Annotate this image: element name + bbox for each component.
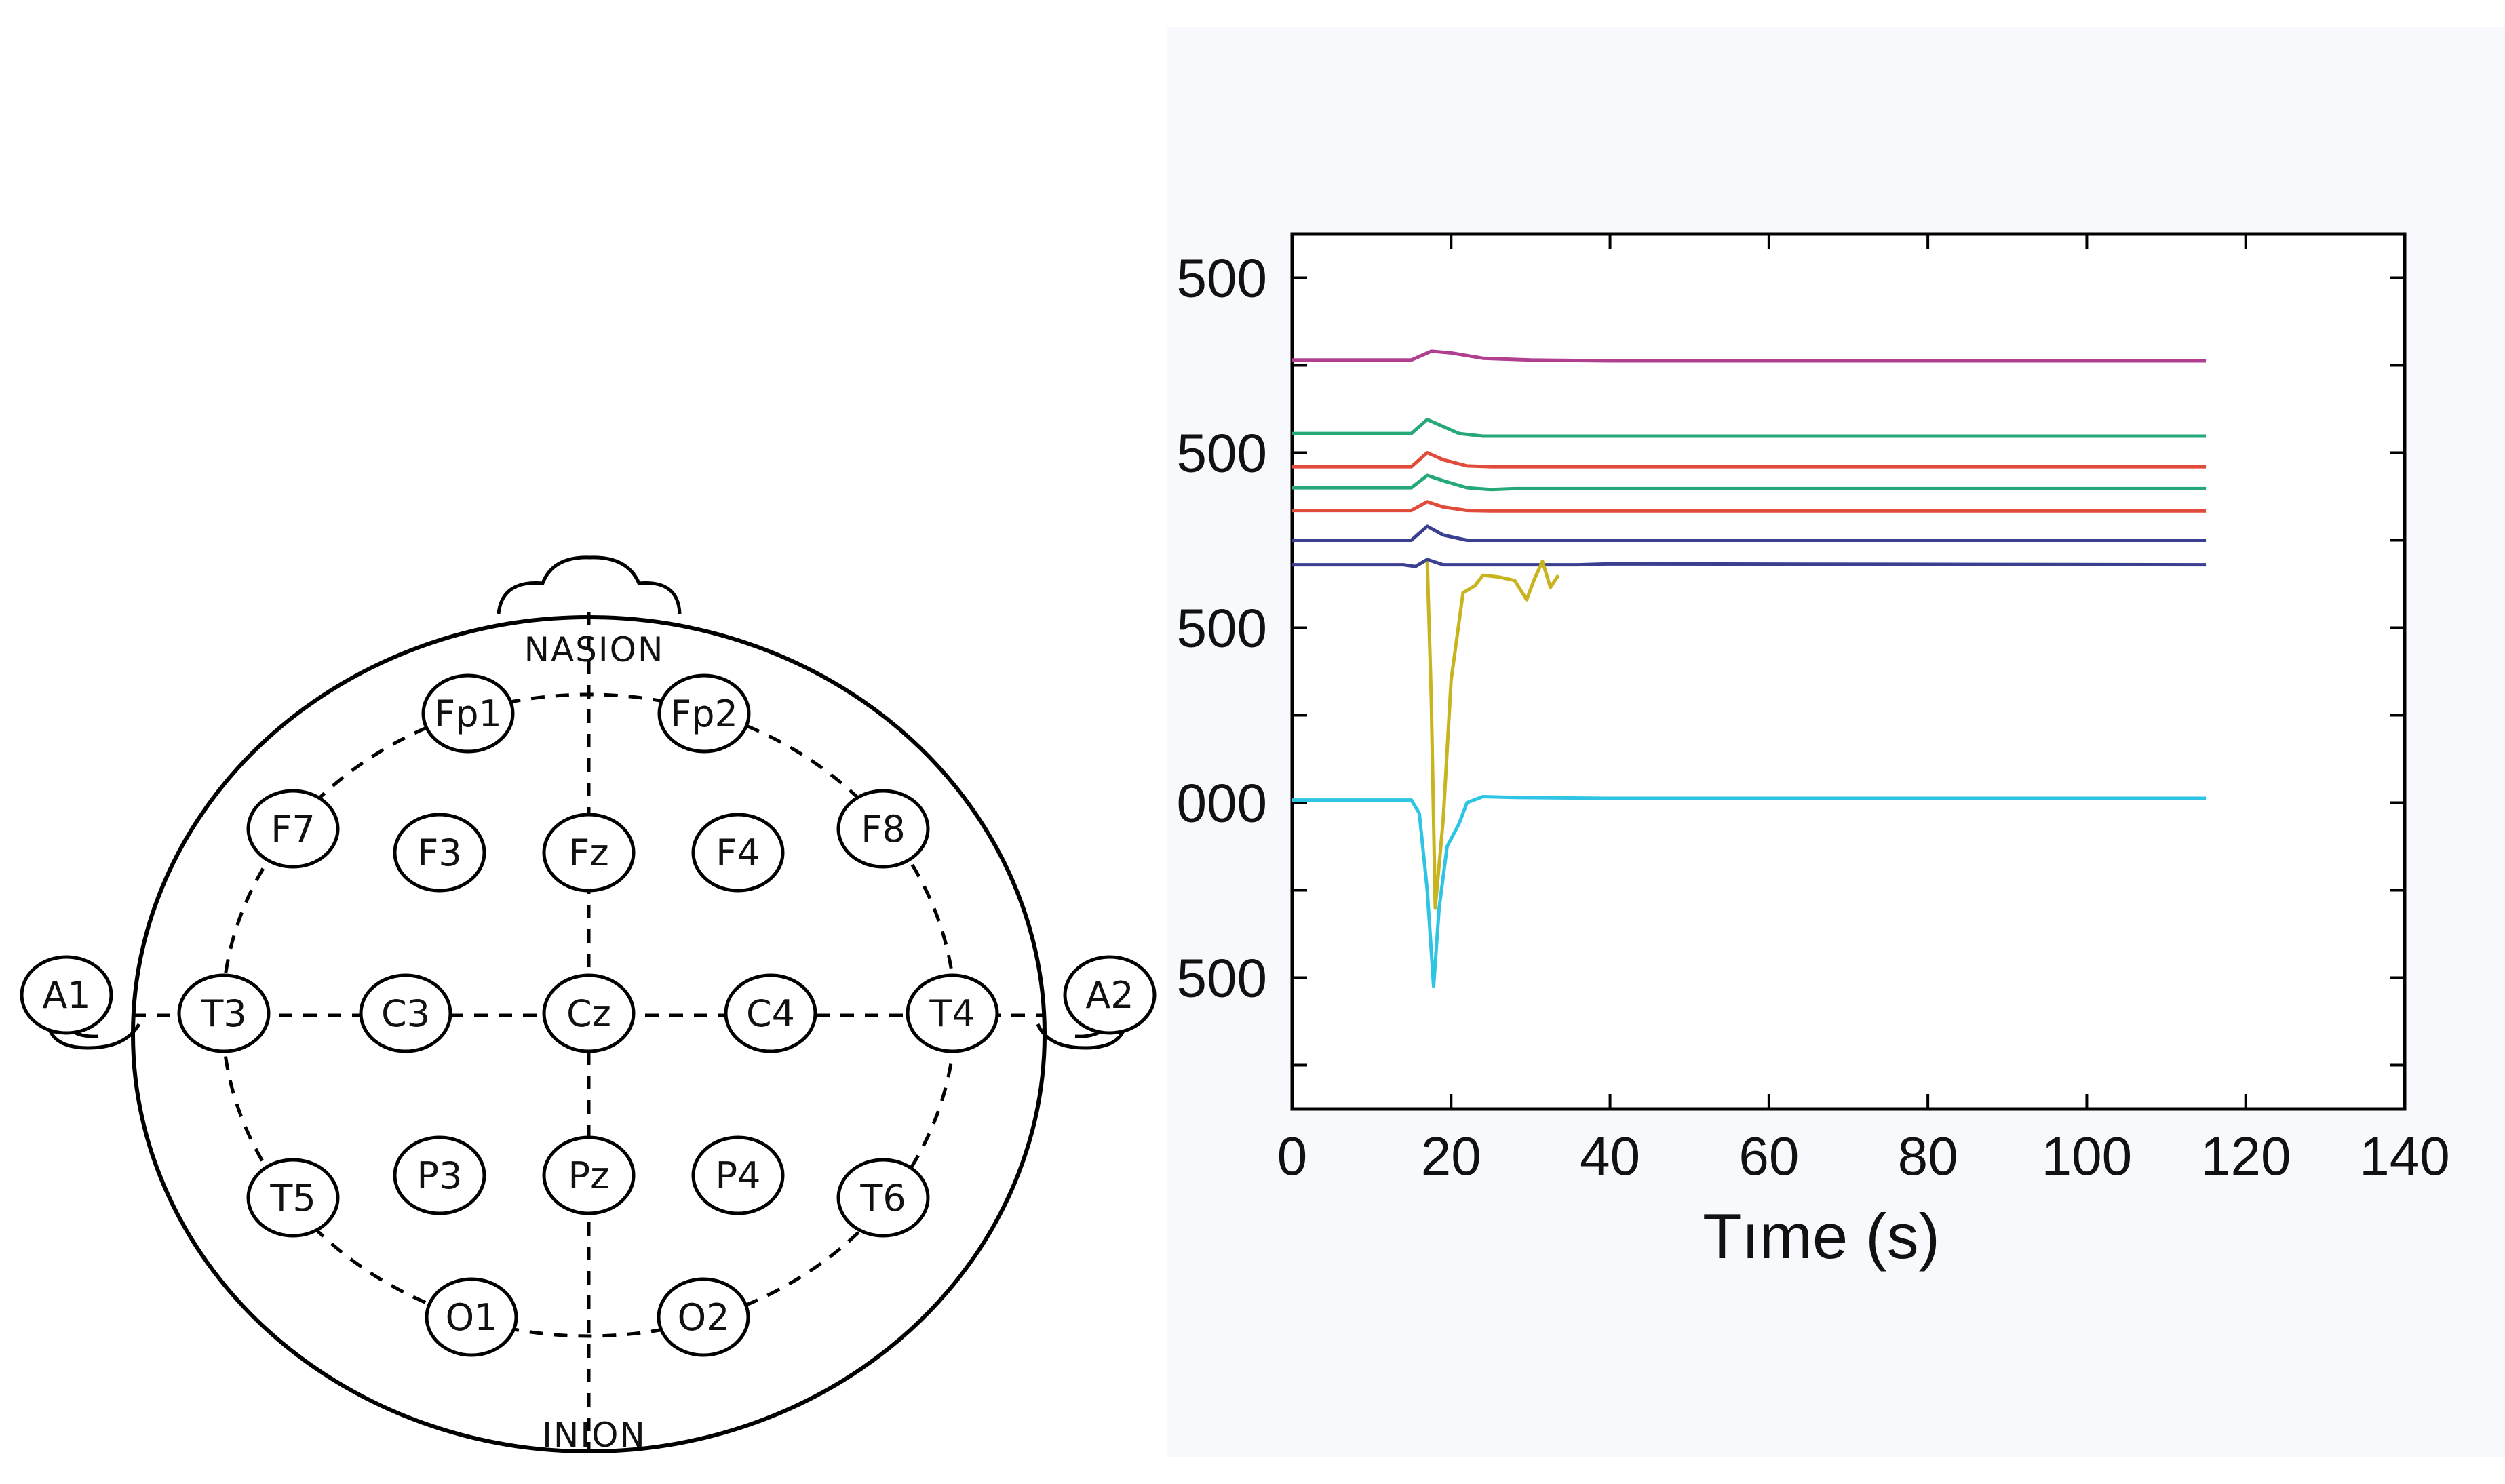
- electrode-fz: Fz: [542, 813, 636, 893]
- electrode-p4: P4: [691, 1135, 785, 1215]
- electrode-label: T4: [929, 992, 975, 1035]
- series-line-7: [1292, 558, 2207, 568]
- electrode-t4: T4: [906, 973, 999, 1053]
- y-tick-label: 500: [1177, 948, 1267, 1009]
- series-line-5: [1292, 500, 2207, 513]
- series-line-4: [1292, 473, 2207, 492]
- electrode-f4: F4: [691, 813, 785, 893]
- electrode-label: F3: [417, 832, 461, 874]
- x-tick-label: 0: [1277, 1126, 1308, 1186]
- electrode-t3: T3: [177, 973, 271, 1053]
- electrode-t6: T6: [836, 1158, 930, 1238]
- electrode-o2: O2: [657, 1277, 750, 1357]
- electrode-label: T6: [859, 1177, 906, 1219]
- series-line-2: [1292, 418, 2207, 438]
- nasion-label: NASION: [524, 630, 665, 669]
- electrode-label: Cz: [566, 992, 611, 1035]
- electrode-label: A2: [1085, 974, 1133, 1017]
- y-tick-label: 500: [1177, 248, 1267, 309]
- x-tick-label: 20: [1421, 1126, 1481, 1186]
- series-line-9: [1292, 795, 2207, 988]
- electrode-label: F4: [716, 832, 760, 874]
- electrode-label: Fz: [568, 832, 608, 874]
- inion-label: INION: [542, 1415, 646, 1455]
- series-line-1: [1292, 349, 2207, 363]
- electrode-label: T5: [269, 1177, 315, 1219]
- y-tick-label: 000: [1177, 773, 1267, 834]
- electrode-label: F8: [861, 808, 905, 851]
- series-group: [1292, 349, 2207, 988]
- electrode-label: Fp2: [670, 692, 738, 735]
- electrode-t5: T5: [246, 1158, 340, 1238]
- x-axis: 0 20 40 60 80 100 120 140: [1277, 234, 2450, 1186]
- electrode-label: Fp1: [434, 692, 502, 735]
- y-tick-label: 500: [1177, 598, 1267, 659]
- x-tick-label: 120: [2200, 1126, 2291, 1186]
- electrode-label: O1: [446, 1296, 498, 1339]
- electrode-o1: O1: [425, 1277, 518, 1357]
- electrode-f7: F7: [246, 789, 340, 869]
- electrode-label: P4: [716, 1154, 761, 1197]
- electrode-label: P3: [417, 1154, 463, 1197]
- electrode-fp2: Fp2: [657, 673, 751, 754]
- electrode-f3: F3: [393, 813, 486, 893]
- electrode-a2: A2: [1063, 955, 1157, 1035]
- electrode-f8: F8: [836, 789, 930, 869]
- series-line-3: [1292, 451, 2207, 469]
- electrode-label: C3: [381, 992, 430, 1035]
- chart-panel: 500 000 500 500 500 0 20 40 60 80 100 120 140 Tıme …: [1167, 27, 2505, 1457]
- x-tick-label: 60: [1739, 1126, 1799, 1186]
- x-tick-label: 140: [2359, 1126, 2449, 1186]
- x-axis-title: Tıme (s): [1703, 1200, 1940, 1272]
- electrode-pz: Pz: [542, 1135, 636, 1215]
- electrode-label: Pz: [568, 1154, 610, 1197]
- y-axis: 500 000 500 500 500: [1177, 248, 2405, 1067]
- electrode-c3: C3: [359, 973, 452, 1053]
- x-tick-label: 80: [1898, 1126, 1958, 1186]
- x-tick-label: 40: [1580, 1126, 1640, 1186]
- nose-outline: [497, 555, 682, 614]
- electrode-label: A1: [42, 974, 90, 1017]
- electrode-a1: A1: [20, 955, 113, 1035]
- y-tick-label: 500: [1177, 423, 1267, 484]
- x-tick-label: 100: [2042, 1126, 2132, 1186]
- electrode-c4: C4: [724, 973, 817, 1053]
- series-line-8: [1425, 560, 1560, 910]
- electrode-p3: P3: [393, 1135, 486, 1215]
- electrode-fp1: Fp1: [421, 673, 515, 754]
- electrode-label: T3: [200, 992, 246, 1035]
- electrode-cz: Cz: [542, 973, 636, 1053]
- plot-area: [1290, 232, 2407, 1111]
- electrode-label: F7: [271, 808, 315, 851]
- electrode-label: O2: [678, 1296, 730, 1339]
- series-line-6: [1292, 524, 2207, 542]
- electrode-label: C4: [746, 992, 795, 1035]
